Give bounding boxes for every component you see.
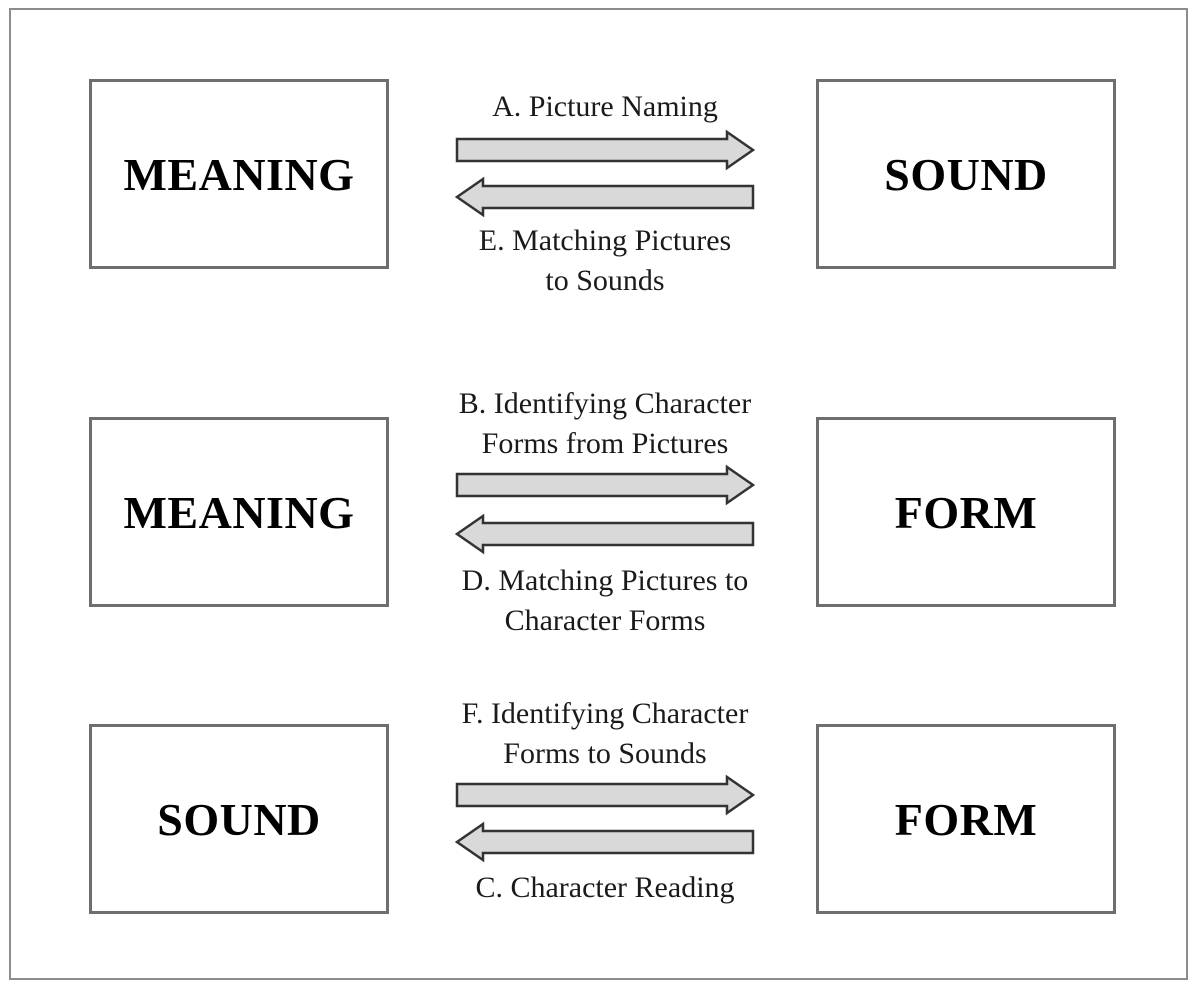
arrow-shape <box>454 176 755 218</box>
label-identifying-forms-from-pictures: B. Identifying Character Forms from Pict… <box>405 384 805 464</box>
label-matching-pictures-to-forms: D. Matching Pictures to Character Forms <box>405 561 805 641</box>
label-line: B. Identifying Character <box>458 387 752 420</box>
diagram-frame <box>9 8 1188 980</box>
arrow-shape <box>454 513 755 555</box>
left-arrow-matching-pictures-to-sounds <box>454 176 755 218</box>
label-character-reading: C. Character Reading <box>405 868 805 908</box>
label-line: E. Matching Pictures <box>478 224 732 257</box>
arrow-shape <box>454 821 755 863</box>
meaning-node-row1: MEANING <box>89 79 389 269</box>
meaning-node-row2: MEANING <box>89 417 389 607</box>
arrow-shape <box>455 129 756 171</box>
right-arrow-picture-naming <box>455 129 756 171</box>
node-label: SOUND <box>157 793 321 845</box>
form-node-row3: FORM <box>816 724 1116 914</box>
label-identifying-forms-to-sounds: F. Identifying Character Forms to Sounds <box>405 694 805 774</box>
label-matching-pictures-to-sounds: E. Matching Pictures to Sounds <box>405 221 805 301</box>
node-label: FORM <box>894 793 1038 845</box>
node-label: MEANING <box>123 148 355 200</box>
label-line: D. Matching Pictures to <box>461 564 749 597</box>
sound-node-row3: SOUND <box>89 724 389 914</box>
arrow-shape <box>455 774 756 816</box>
arrow-shape <box>455 464 756 506</box>
label-line: F. Identifying Character <box>461 697 749 730</box>
node-label: SOUND <box>884 148 1048 200</box>
node-label: MEANING <box>123 486 355 538</box>
label-line: Forms from Pictures <box>481 427 729 460</box>
label-line: Character Forms <box>504 604 706 637</box>
left-arrow-matching-pictures-to-forms <box>454 513 755 555</box>
form-node-row2: FORM <box>816 417 1116 607</box>
label-line: A. Picture Naming <box>492 90 718 123</box>
sound-node-row1: SOUND <box>816 79 1116 269</box>
label-line: Forms to Sounds <box>503 737 707 770</box>
label-line: C. Character Reading <box>475 871 735 904</box>
right-arrow-identifying-forms-from-pictures <box>455 464 756 506</box>
right-arrow-identifying-forms-to-sounds <box>455 774 756 816</box>
node-label: FORM <box>894 486 1038 538</box>
label-picture-naming: A. Picture Naming <box>405 87 805 127</box>
left-arrow-character-reading <box>454 821 755 863</box>
label-line: to Sounds <box>545 264 665 297</box>
